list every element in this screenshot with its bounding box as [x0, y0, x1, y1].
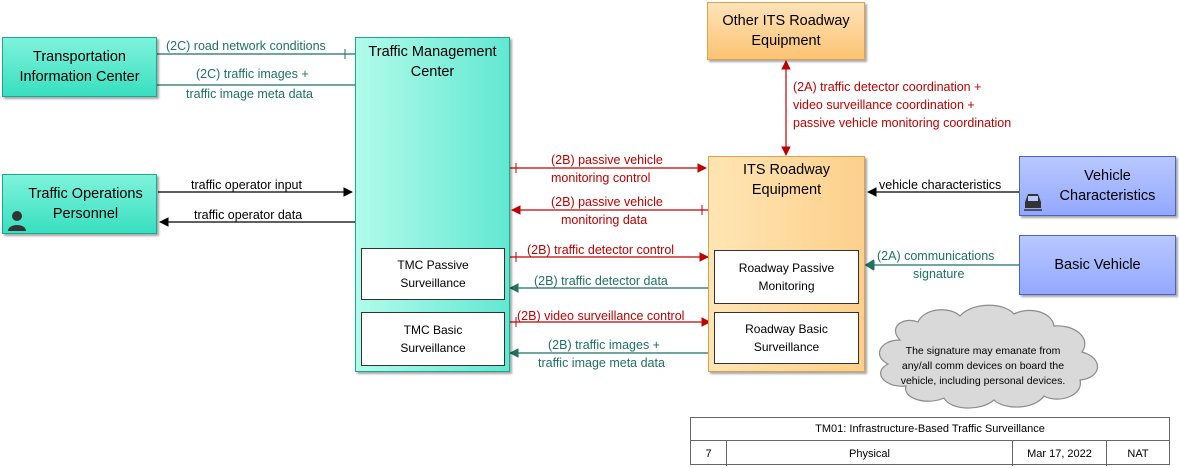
traffic-operations-personnel[interactable]: Traffic Operations Personnel: [2, 174, 157, 234]
its-label: ITS Roadway Equipment: [742, 162, 831, 198]
diagram-author: NAT: [1127, 447, 1149, 460]
double-arrowhead: [864, 259, 875, 271]
vehicle-characteristics[interactable]: Vehicle Characteristics: [1019, 156, 1176, 216]
flow-label-video-control: (2B) video surveillance control: [517, 309, 684, 323]
flow-label-images-tic-1: (2C) traffic images +: [196, 67, 309, 81]
flow-label-images-2: traffic image meta data: [538, 356, 665, 370]
other-its-label: Other ITS Roadway Equipment: [722, 13, 850, 49]
flow-label-pvm-data-1: (2B) passive vehicle: [551, 195, 663, 209]
flow-label-coord-2: video surveillance coordination +: [793, 98, 975, 112]
flow-label-road-network: (2C) road network conditions: [166, 39, 326, 53]
note-line-2: any/all comm devices on board the: [902, 360, 1064, 372]
basic-vehicle[interactable]: Basic Vehicle: [1019, 235, 1176, 295]
tmc-passive-surveillance[interactable]: TMC Passive Surveillance: [361, 248, 505, 300]
rw-passive-label: Roadway Passive Monitoring: [738, 261, 835, 293]
rw-basic-label: Roadway Basic Surveillance: [745, 322, 828, 354]
car-icon: [1024, 194, 1042, 211]
flow-label-coord-3: passive vehicle monitoring coordination: [793, 116, 1011, 130]
flow-label-coord-1: (2A) traffic detector coordination +: [793, 80, 981, 94]
tmc-label: Traffic Management Center: [368, 44, 497, 80]
tmc-basic-label: TMC Basic Surveillance: [400, 323, 466, 355]
vehicle-char-label: Vehicle Characteristics: [1059, 168, 1156, 204]
person-icon: [8, 211, 26, 231]
diagram-title: TM01: Infrastructure-Based Traffic Surve…: [691, 418, 1169, 441]
note-cloud: [878, 304, 1099, 409]
tmc-passive-label: TMC Passive Surveillance: [397, 258, 469, 290]
tmc-basic-surveillance[interactable]: TMC Basic Surveillance: [361, 312, 505, 366]
flow-label-pvm-data-2: monitoring data: [561, 213, 647, 227]
flow-label-detector-control: (2B) traffic detector control: [527, 243, 674, 257]
tic-label: Transportation Information Center: [19, 49, 140, 85]
note-line-3: vehicle, including personal devices.: [901, 375, 1066, 387]
flow-label-images-1: (2B) traffic images +: [548, 338, 660, 352]
roadway-passive-monitoring[interactable]: Roadway Passive Monitoring: [714, 250, 859, 304]
diagram-view: Physical: [727, 441, 1013, 466]
flow-label-images-tic-2: traffic image meta data: [186, 87, 313, 101]
flow-label-vehicle-characteristics: vehicle characteristics: [879, 178, 1001, 192]
transportation-information-center[interactable]: Transportation Information Center: [2, 37, 157, 97]
flow-label-detector-data: (2B) traffic detector data: [534, 274, 668, 288]
other-its-roadway-equipment[interactable]: Other ITS Roadway Equipment: [707, 2, 865, 60]
flow-label-pvm-control-1: (2B) passive vehicle: [551, 153, 663, 167]
diagram-number: 7: [691, 441, 727, 466]
flow-label-comm-1: (2A) communications: [877, 249, 994, 263]
top-label: Traffic Operations Personnel: [28, 186, 143, 222]
note-line-1: The signature may emanate from: [906, 345, 1061, 357]
flow-label-operator-data: traffic operator data: [194, 208, 302, 222]
flow-label-pvm-control-2: monitoring control: [551, 171, 650, 185]
basic-vehicle-label: Basic Vehicle: [1054, 257, 1141, 273]
flow-label-comm-2: signature: [913, 267, 964, 281]
title-block: TM01: Infrastructure-Based Traffic Surve…: [690, 417, 1170, 466]
roadway-basic-surveillance[interactable]: Roadway Basic Surveillance: [714, 312, 859, 364]
flow-label-operator-input: traffic operator input: [191, 178, 302, 192]
diagram-date: Mar 17, 2022: [1013, 441, 1107, 466]
